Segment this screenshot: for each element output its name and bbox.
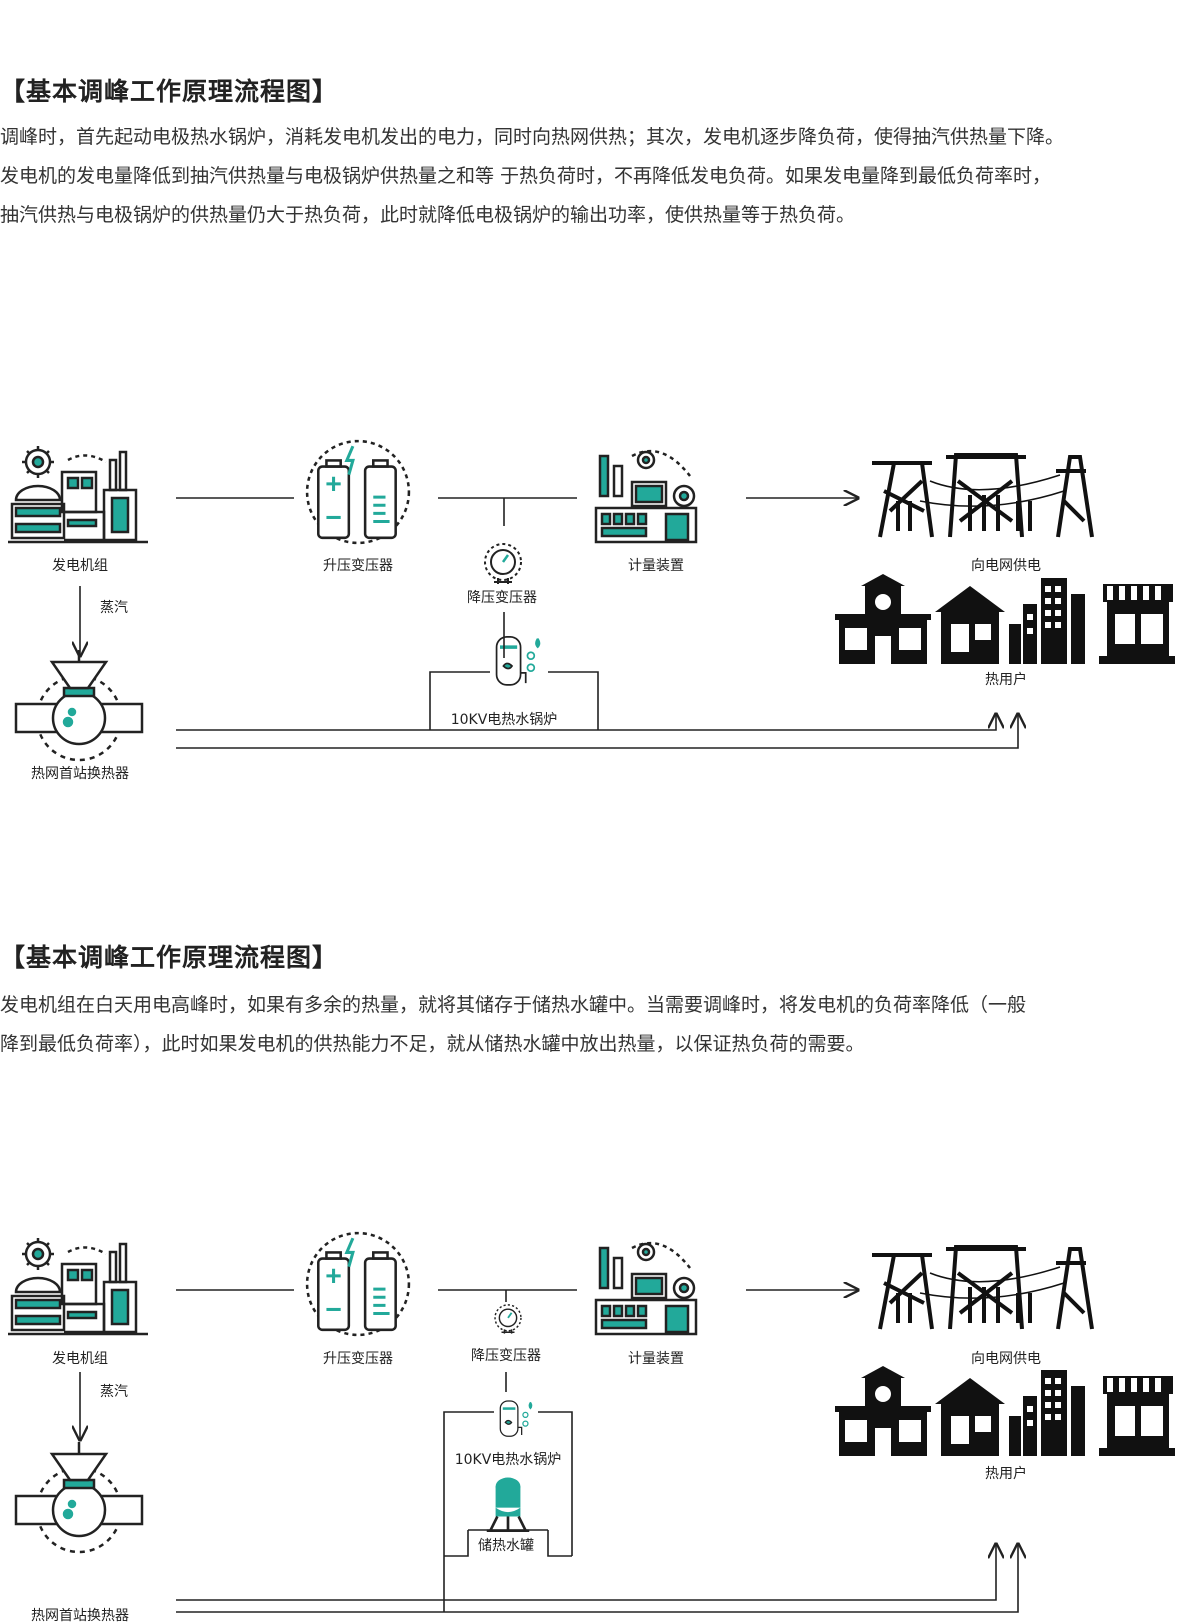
gauge-icon	[494, 1303, 522, 1335]
boiler-icon	[494, 635, 542, 687]
heat-users-label: 热用户	[985, 1465, 1027, 1482]
boiler-label: 10KV电热水锅炉	[451, 712, 558, 728]
grid-label: 向电网供电	[971, 558, 1041, 574]
steam-label: 蒸汽	[100, 1384, 128, 1400]
section1-line-1: 调峰时，首先起动电极热水锅炉，消耗发电机发出的电力，同时向热网供热；其次，发电机…	[0, 126, 1065, 148]
step-up-transformer-icon	[305, 1231, 411, 1337]
storage-tank-icon	[485, 1476, 531, 1533]
gauge-icon	[483, 542, 523, 586]
boiler-label: 10KV电热水锅炉	[455, 1452, 562, 1468]
generator-icon	[8, 444, 148, 544]
step-up-label: 升压变压器	[323, 1351, 393, 1367]
section1-paragraph: 调峰时，首先起动电极热水锅炉，消耗发电机发出的电力，同时向热网供热；其次，发电机…	[0, 118, 1198, 235]
meter-icon	[594, 1241, 698, 1336]
transmission-tower-icon	[872, 1247, 1092, 1329]
section1-line-3: 抽汽供热与电极锅炉的供热量仍大于热负荷，此时就降低电极锅炉的输出功率，使供热量等…	[0, 204, 856, 226]
section2-line-2: 降到最低负荷率），此时如果发电机的供热能力不足，就从储热水罐中放出热量，以保证热…	[0, 1033, 865, 1055]
heat-users-icon	[835, 574, 1175, 664]
heat-exchanger-icon	[14, 648, 144, 762]
step-up-label: 升压变压器	[323, 558, 393, 574]
generator-label: 发电机组	[52, 558, 108, 574]
heat-exchanger-icon	[14, 1440, 144, 1554]
section2-flow-diagram: 发电机组 升压变压器 计量装置 向电网供电 热用户 降压变压器 10KV电热水锅…	[8, 1231, 1175, 1622]
step-down-label: 降压变压器	[467, 590, 537, 606]
grid-label: 向电网供电	[971, 1351, 1041, 1367]
step-down-label: 降压变压器	[471, 1348, 541, 1364]
section1-flow-diagram: 发电机组 升压变压器 计量装置 向电网供电 热用户 降压变压器 10KV电热水锅…	[8, 439, 1175, 782]
generator-icon	[8, 1236, 148, 1336]
section2-line-1: 发电机组在白天用电高峰时，如果有多余的热量，就将其储存于储热水罐中。当需要调峰时…	[0, 994, 1027, 1016]
section1-line-2: 发电机的发电量降低到抽汽供热量与电极锅炉供热量之和等 于热负荷时，不再降低发电负…	[0, 165, 1052, 187]
meter-label: 计量装置	[628, 558, 684, 574]
section1-title: 【基本调峰工作原理流程图】	[0, 77, 339, 106]
section2-connectors	[80, 1290, 1018, 1613]
exchanger-label: 热网首站换热器	[31, 1607, 129, 1622]
transmission-tower-icon	[872, 455, 1092, 537]
heat-users-label: 热用户	[985, 671, 1027, 688]
step-up-transformer-icon	[305, 439, 411, 545]
meter-label: 计量装置	[628, 1351, 684, 1367]
exchanger-label: 热网首站换热器	[31, 765, 129, 782]
section2-paragraph: 发电机组在白天用电高峰时，如果有多余的热量，就将其储存于储热水罐中。当需要调峰时…	[0, 986, 1198, 1064]
tank-label: 储热水罐	[478, 1538, 534, 1554]
generator-label: 发电机组	[52, 1351, 108, 1367]
steam-label: 蒸汽	[100, 600, 128, 616]
section1-connectors	[80, 498, 1018, 749]
boiler-icon	[499, 1399, 533, 1438]
section2-title: 【基本调峰工作原理流程图】	[0, 943, 339, 972]
meter-icon	[594, 449, 698, 544]
heat-users-icon	[835, 1366, 1175, 1456]
